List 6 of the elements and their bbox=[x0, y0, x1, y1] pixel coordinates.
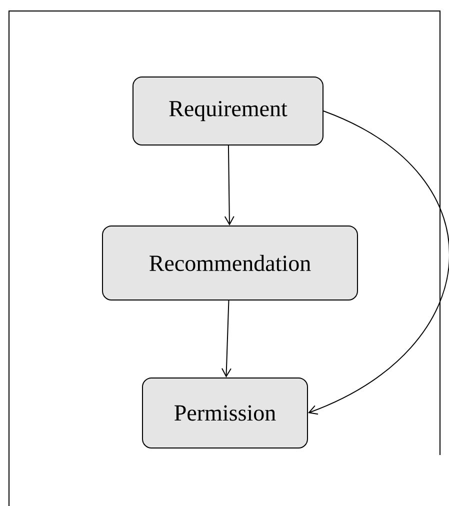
process-box: Permission bbox=[142, 378, 308, 448]
arrow bbox=[221, 300, 232, 378]
arrow bbox=[308, 110, 449, 415]
arrow bbox=[224, 145, 234, 226]
process-box: Recommendation bbox=[102, 226, 358, 300]
process-box: Requirement bbox=[132, 76, 324, 146]
